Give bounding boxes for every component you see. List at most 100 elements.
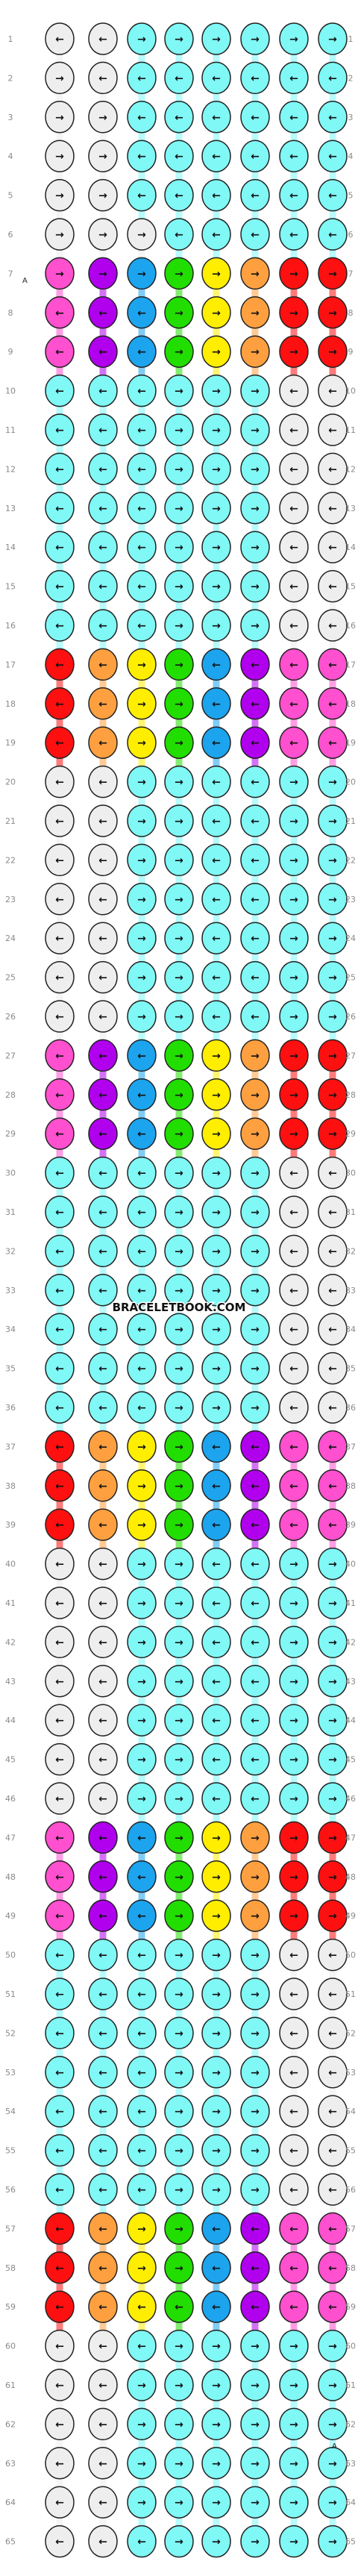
knot: [164, 1000, 194, 1033]
knot: [318, 1899, 348, 1932]
knot: [240, 2290, 270, 2323]
knot: [127, 1274, 157, 1307]
knot: [45, 765, 75, 798]
arrow-left-icon: ←: [98, 816, 107, 828]
knot: [45, 1860, 75, 1893]
row-number-left: 5: [8, 191, 13, 201]
knot: [240, 1978, 270, 2010]
knot: [240, 569, 270, 603]
arrow-right-icon: →: [328, 1559, 337, 1571]
knot: [279, 843, 309, 877]
arrow-right-icon: →: [289, 854, 298, 866]
knot: [279, 1704, 309, 1736]
knot: [164, 2525, 194, 2558]
row-number-right: 54: [345, 2107, 356, 2116]
arrow-right-icon: →: [175, 2223, 183, 2235]
arrow-left-icon: ←: [212, 151, 221, 163]
arrow-left-icon: ←: [289, 190, 298, 202]
knot: [279, 1742, 309, 1776]
knot: [164, 1821, 194, 1854]
knot: [164, 1078, 194, 1111]
arrow-right-icon: →: [175, 2380, 183, 2392]
knot: [88, 1117, 118, 1150]
row-number-right: 14: [345, 543, 356, 552]
knot: [201, 2407, 231, 2441]
arrow-right-icon: →: [328, 854, 337, 866]
knot: [318, 1469, 348, 1502]
row-number-right: 38: [345, 1481, 356, 1491]
row-number-left: 38: [5, 1481, 16, 1491]
knot: [127, 1547, 157, 1581]
arrow-right-icon: →: [251, 1207, 260, 1219]
knot: [240, 1313, 270, 1345]
arrow-left-icon: ←: [289, 1519, 298, 1531]
knot: [88, 883, 118, 916]
row-number-right: 42: [345, 1637, 356, 1647]
arrow-left-icon: ←: [328, 1168, 337, 1180]
knot: [318, 726, 348, 759]
arrow-right-icon: →: [212, 2536, 221, 2548]
knot: [240, 1469, 270, 1502]
knot: [88, 178, 118, 212]
arrow-left-icon: ←: [137, 1950, 146, 1962]
row-number-right: 17: [345, 660, 356, 669]
knot: [240, 101, 270, 134]
arrow-left-icon: ←: [55, 1245, 64, 1257]
arrow-left-icon: ←: [328, 2223, 337, 2235]
arrow-left-icon: ←: [98, 894, 107, 906]
arrow-left-icon: ←: [328, 581, 337, 593]
knot: [279, 765, 309, 798]
knot: [201, 1625, 231, 1659]
row-number-left: 32: [5, 1246, 16, 1256]
arrow-right-icon: →: [175, 1090, 183, 1101]
arrow-right-icon: →: [328, 346, 337, 358]
arrow-right-icon: →: [175, 1559, 183, 1571]
arrow-right-icon: →: [212, 1168, 221, 1180]
row-number-left: 2: [8, 73, 13, 83]
arrow-left-icon: ←: [55, 1950, 64, 1962]
knot: [201, 1195, 231, 1228]
arrow-left-icon: ←: [98, 1598, 107, 1610]
arrow-right-icon: →: [175, 463, 183, 475]
arrow-right-icon: →: [251, 1245, 260, 1257]
knot: [201, 1351, 231, 1385]
arrow-right-icon: →: [212, 2067, 221, 2079]
knot: [240, 218, 270, 251]
knot: [201, 1821, 231, 1854]
arrow-right-icon: →: [251, 620, 260, 632]
arrow-right-icon: →: [137, 854, 146, 866]
arrow-left-icon: ←: [212, 229, 221, 241]
knot: [240, 2407, 270, 2441]
arrow-right-icon: →: [212, 1090, 221, 1101]
knot: [318, 1313, 348, 1345]
knot: [127, 1978, 157, 2010]
arrow-right-icon: →: [212, 2106, 221, 2118]
knot: [45, 1978, 75, 2010]
knot: [201, 2133, 231, 2167]
knot: [127, 257, 157, 290]
arrow-right-icon: →: [175, 1754, 183, 1766]
knot: [164, 609, 194, 642]
knot: [88, 1351, 118, 1385]
arrow-left-icon: ←: [328, 1207, 337, 1219]
arrow-left-icon: ←: [137, 151, 146, 163]
knot: [88, 843, 118, 877]
knot: [240, 1625, 270, 1659]
arrow-right-icon: →: [251, 2184, 260, 2196]
knot: [45, 178, 75, 212]
arrow-left-icon: ←: [212, 1519, 221, 1531]
arrow-right-icon: →: [137, 1715, 146, 1727]
knot: [201, 960, 231, 994]
arrow-right-icon: →: [212, 2419, 221, 2430]
knot: [279, 2133, 309, 2167]
knot: [88, 2016, 118, 2050]
arrow-left-icon: ←: [55, 1519, 64, 1531]
knot: [127, 2369, 157, 2401]
knot: [164, 2407, 194, 2441]
arrow-left-icon: ←: [289, 620, 298, 632]
arrow-right-icon: →: [328, 2458, 337, 2470]
arrow-left-icon: ←: [328, 1363, 337, 1375]
arrow-right-icon: →: [175, 1207, 183, 1219]
row-number-left: 43: [5, 1677, 16, 1686]
knot: [127, 2056, 157, 2089]
